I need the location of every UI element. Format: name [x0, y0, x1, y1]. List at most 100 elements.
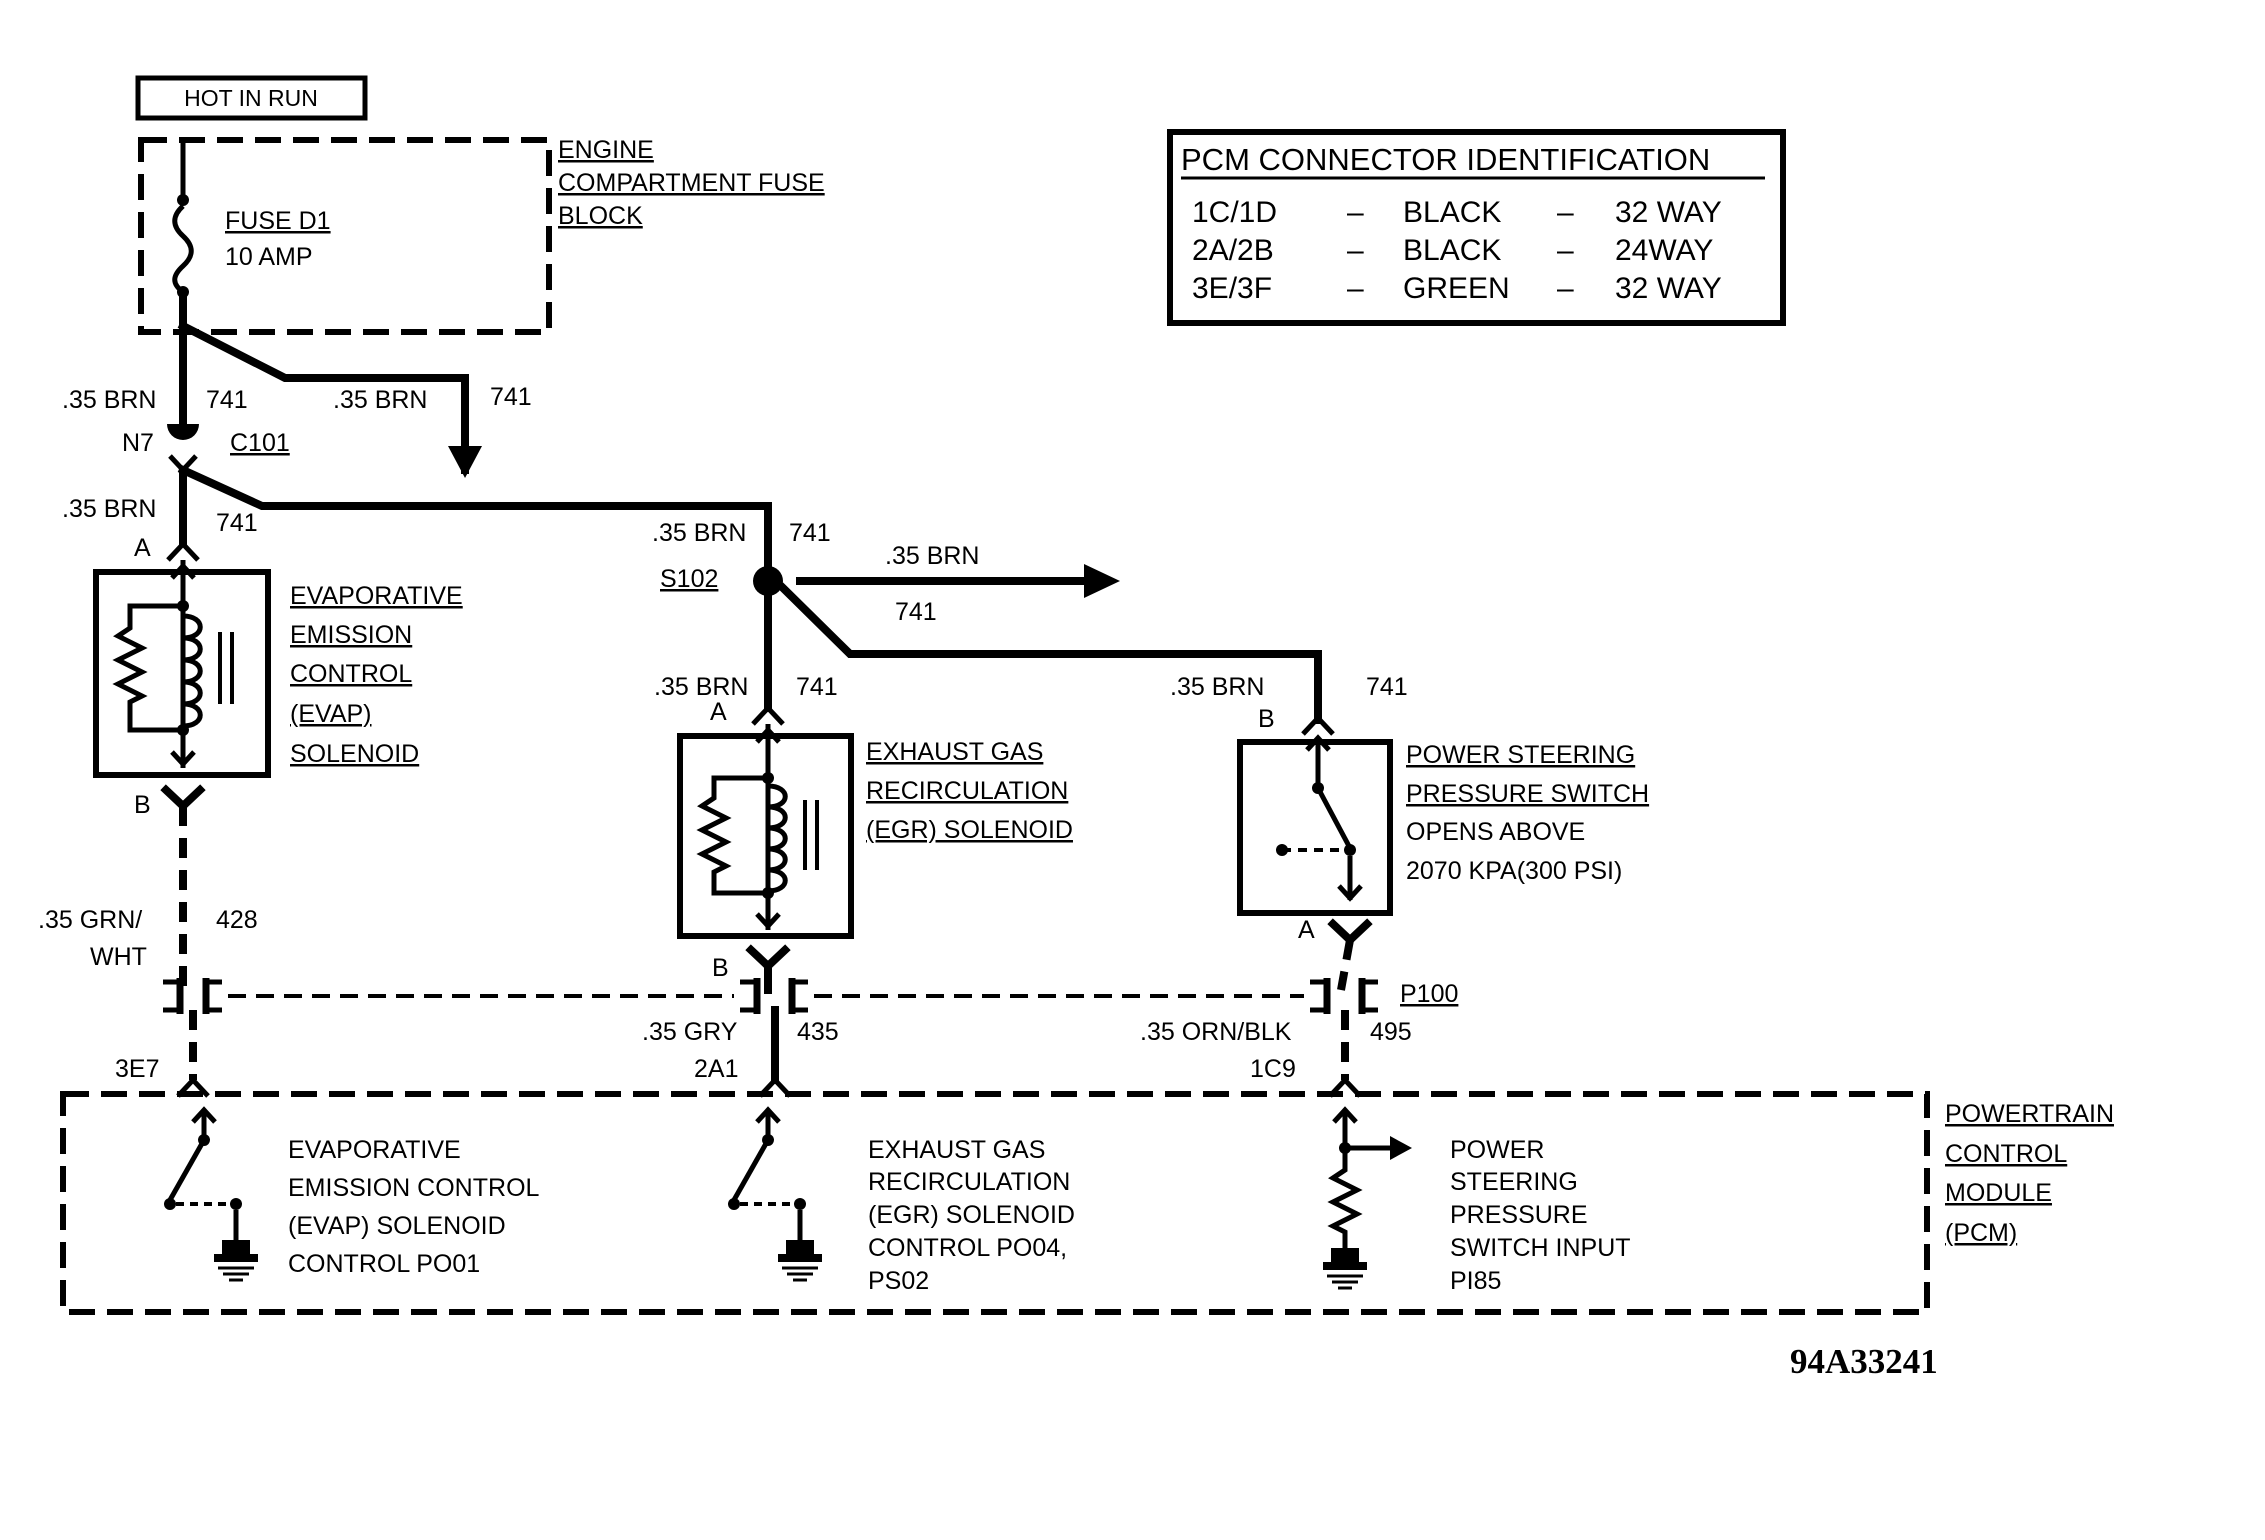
evap-connector-b [160, 784, 206, 812]
svg-text:–: – [1557, 196, 1574, 229]
pcm-pin-egr: 2A1 [694, 1055, 738, 1083]
evap-label-line2: EMISSION [290, 621, 412, 649]
egr-resistor-icon [696, 775, 768, 896]
fuse-block-name-line3: BLOCK [558, 202, 643, 230]
evap-label-line5: SOLENOID [290, 740, 419, 768]
pcm-ps-line1: POWER [1450, 1136, 1544, 1164]
egr-arrow-up-icon [755, 726, 781, 744]
wire-w1-circuit: 741 [206, 386, 248, 414]
ps-connector-b [1301, 714, 1335, 736]
table-row: 2A/2B – BLACK – 24WAY [1192, 234, 1713, 267]
figure-code: 94A33241 [1790, 1342, 1938, 1381]
ps-label-line1: POWER STEERING [1406, 741, 1635, 769]
svg-text:3E/3F: 3E/3F [1192, 272, 1272, 305]
wire-w3-gauge: .35 BRN [62, 495, 156, 523]
c101-pin: N7 [122, 429, 154, 457]
pcm-pin-evap: 3E7 [115, 1055, 159, 1083]
pcm-evap-line1: EVAPORATIVE [288, 1136, 461, 1164]
svg-text:1C/1D: 1C/1D [1192, 196, 1277, 229]
c101-name: C101 [230, 429, 290, 457]
hot-in-run-box [135, 75, 368, 121]
c101-female-half [167, 424, 199, 440]
pcm-pin-ps: 1C9 [1250, 1055, 1296, 1083]
pcm-egr-line2: RECIRCULATION [868, 1168, 1070, 1196]
p100-connector-ps [1310, 978, 1378, 1014]
wire-w7-circuit: 741 [1366, 673, 1408, 701]
fuse-d1-icon [172, 204, 194, 295]
arrow-right-icon [1084, 564, 1120, 598]
wire-w2-circuit: 741 [490, 383, 532, 411]
pcm-name-line3: MODULE [1945, 1179, 2052, 1207]
pcm-egr-line1: EXHAUST GAS [868, 1136, 1045, 1164]
svg-text:–: – [1557, 272, 1574, 305]
pcm-egr-line3: (EGR) SOLENOID [868, 1201, 1075, 1229]
table-row: 1C/1D – BLACK – 32 WAY [1192, 196, 1722, 229]
svg-text:–: – [1347, 272, 1364, 305]
pcm-outline [60, 1091, 1930, 1315]
pcm-name-line2: CONTROL [1945, 1140, 2067, 1168]
fuse-name: FUSE D1 [225, 207, 331, 235]
svg-text:–: – [1347, 234, 1364, 267]
ground-icon [778, 1240, 822, 1282]
wire-w4-gauge: .35 BRN [652, 519, 746, 547]
svg-text:GREEN: GREEN [1403, 272, 1510, 305]
egr-label-line2: RECIRCULATION [866, 777, 1068, 805]
evap-pin-a: A [134, 534, 151, 562]
egr-label-line1: EXHAUST GAS [866, 738, 1043, 766]
wire-741-s102-to-ps [777, 582, 1322, 724]
ps-note-line2: 2070 KPA(300 PSI) [1406, 857, 1622, 885]
svg-text:32 WAY: 32 WAY [1615, 196, 1722, 229]
svg-text:–: – [1347, 196, 1364, 229]
wire-w1-gauge: .35 BRN [62, 386, 156, 414]
evap-label-line1: EVAPORATIVE [290, 582, 463, 610]
wire-evap-gauge-2: WHT [90, 943, 147, 971]
svg-text:BLACK: BLACK [1403, 196, 1501, 229]
evap-connector-a [166, 540, 200, 562]
wire-egr-circuit: 435 [797, 1018, 839, 1046]
egr-arrow-down-icon [755, 912, 781, 930]
svg-text:–: – [1557, 234, 1574, 267]
wire-w6-gauge: .35 BRN [654, 673, 748, 701]
ps-pin-a: A [1298, 916, 1315, 944]
pcm-ps-input [1327, 1106, 1412, 1248]
ps-switch-blade [1315, 786, 1353, 850]
svg-text:BLACK: BLACK [1403, 234, 1501, 267]
ps-arrow-down-icon [1337, 884, 1363, 902]
wire-ps-gauge: .35 ORN/BLK [1140, 1018, 1292, 1046]
egr-pin-a: A [710, 698, 727, 726]
svg-text:2A/2B: 2A/2B [1192, 234, 1274, 267]
svg-text:24WAY: 24WAY [1615, 234, 1713, 267]
wire-741-c101-to-s102 [177, 464, 772, 582]
s102-name: S102 [660, 565, 718, 593]
pcm-connector-table [1167, 129, 1786, 326]
pcm-evap-line4: CONTROL PO01 [288, 1250, 480, 1278]
egr-label-line3: (EGR) SOLENOID [866, 816, 1073, 844]
evap-pin-b: B [134, 791, 151, 819]
wire-495-ps-to-p100 [1337, 939, 1354, 991]
evap-label-line4: (EVAP) [290, 700, 372, 728]
pcm-connector-table-title: PCM CONNECTOR IDENTIFICATION [1181, 142, 1710, 177]
wire-w6-circuit: 741 [796, 673, 838, 701]
ground-icon [214, 1240, 258, 1282]
pcm-egr-line5: PS02 [868, 1267, 929, 1295]
wire-egr-gauge: .35 GRY [642, 1018, 738, 1046]
fuse-rating: 10 AMP [225, 243, 313, 271]
ps-connector-a [1327, 918, 1373, 946]
wire-w7-gauge: .35 BRN [1170, 673, 1264, 701]
pcm-ps-resistor-icon [1327, 1148, 1363, 1248]
arrow-down-icon [448, 446, 482, 478]
ground-icon [1323, 1248, 1367, 1290]
wire-evap-gauge-1: .35 GRN/ [38, 906, 142, 934]
p100-connector-egr [740, 978, 808, 1014]
pcm-ps-line5: PI85 [1450, 1267, 1501, 1295]
ps-label-line2: PRESSURE SWITCH [1406, 780, 1649, 808]
pcm-name-line1: POWERTRAIN [1945, 1100, 2114, 1128]
pcm-connector-evap [176, 1076, 210, 1098]
wire-w3-circuit: 741 [216, 509, 258, 537]
evap-label-line3: CONTROL [290, 660, 412, 688]
pcm-ps-line2: STEERING [1450, 1168, 1578, 1196]
ps-arrow-up-icon [1305, 734, 1331, 752]
svg-text:32 WAY: 32 WAY [1615, 272, 1722, 305]
pcm-evap-line3: (EVAP) SOLENOID [288, 1212, 506, 1240]
